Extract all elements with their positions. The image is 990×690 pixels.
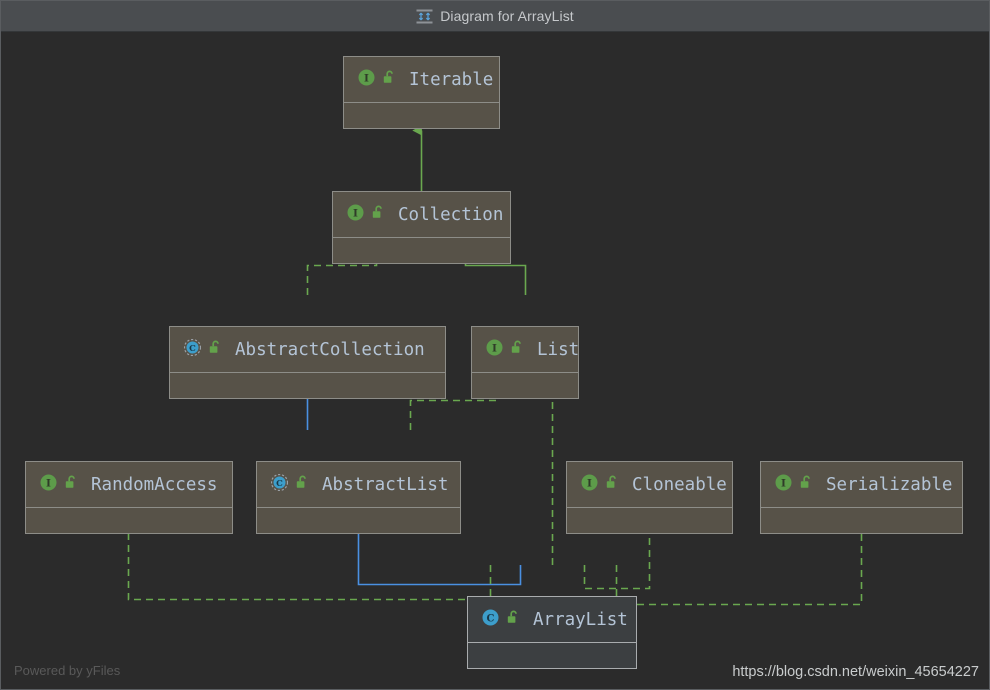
node-header: I Serializable	[761, 462, 962, 508]
node-name: Cloneable	[632, 474, 727, 495]
abstract-class-icon: C	[270, 473, 289, 496]
class-node-arraylist[interactable]: C ArrayList	[467, 596, 637, 669]
node-members-compartment	[344, 103, 499, 174]
node-header: I Collection	[333, 192, 510, 238]
svg-text:I: I	[587, 477, 592, 489]
interface-icon: I	[358, 69, 375, 91]
node-members-compartment	[472, 373, 578, 444]
unlocked-padlock-icon	[507, 610, 520, 629]
unlocked-padlock-icon	[209, 340, 222, 359]
node-members-compartment	[761, 508, 962, 579]
node-header: I List	[472, 327, 580, 373]
unlocked-padlock-icon	[511, 340, 524, 359]
interface-icon: I	[775, 474, 792, 496]
interface-icon: I	[347, 204, 364, 226]
svg-text:C: C	[189, 343, 196, 353]
interface-icon: I	[581, 474, 598, 496]
svg-text:I: I	[46, 477, 51, 489]
node-name: RandomAccess	[91, 474, 218, 495]
yfiles-watermark: Powered by yFiles	[14, 663, 121, 678]
svg-text:I: I	[781, 477, 786, 489]
node-members-compartment	[257, 508, 460, 579]
interface-icon: I	[486, 339, 503, 361]
svg-text:C: C	[487, 613, 495, 624]
unlocked-padlock-icon	[65, 475, 78, 494]
class-icon: C	[482, 609, 499, 631]
unlocked-padlock-icon	[606, 475, 619, 494]
edge-arraylist-randomaccess	[119, 499, 492, 601]
node-header: I RandomAccess	[26, 462, 232, 508]
unlocked-padlock-icon	[800, 475, 813, 494]
interface-icon: I	[40, 474, 57, 496]
abstract-class-icon: C	[183, 338, 202, 361]
edge-arraylist-serializable	[615, 499, 863, 606]
class-node-cloneable[interactable]: I Cloneable	[566, 461, 733, 534]
window-title: Diagram for ArrayList	[440, 8, 574, 24]
class-node-abstractlist[interactable]: C AbstractList	[256, 461, 461, 534]
edge-arraylist-abstractlist	[349, 499, 522, 586]
node-header: I Iterable	[344, 57, 499, 103]
node-header: C AbstractCollection	[170, 327, 445, 373]
unlocked-padlock-icon	[296, 475, 309, 494]
class-node-abstractcollection[interactable]: C AbstractCollection	[169, 326, 446, 399]
class-node-iterable[interactable]: I Iterable	[343, 56, 500, 129]
node-header: C ArrayList	[468, 597, 636, 643]
node-header: I Cloneable	[567, 462, 732, 508]
node-name: Iterable	[409, 69, 494, 90]
node-members-compartment	[567, 508, 732, 579]
node-members-compartment	[26, 508, 232, 579]
unlocked-padlock-icon	[383, 70, 396, 89]
class-node-randomaccess[interactable]: I RandomAccess	[25, 461, 233, 534]
source-url-watermark: https://blog.csdn.net/weixin_45654227	[732, 664, 979, 680]
node-name: AbstractCollection	[235, 339, 425, 360]
class-node-serializable[interactable]: I Serializable	[760, 461, 963, 534]
node-members-compartment	[333, 238, 510, 309]
node-name: List	[537, 339, 580, 360]
node-header: C AbstractList	[257, 462, 460, 508]
edge-layer	[119, 125, 863, 606]
diagram-canvas[interactable]: I Iterable I Collection	[1, 32, 989, 689]
node-name: ArrayList	[533, 609, 628, 630]
node-members-compartment	[468, 643, 636, 689]
node-name: Serializable	[826, 474, 953, 495]
svg-text:C: C	[276, 478, 283, 488]
svg-text:I: I	[492, 342, 497, 354]
node-name: Collection	[398, 204, 504, 225]
diagram-icon	[416, 9, 433, 24]
svg-text:I: I	[364, 72, 369, 84]
class-node-list[interactable]: I List	[471, 326, 579, 399]
window-title-bar: Diagram for ArrayList	[1, 1, 989, 32]
class-node-collection[interactable]: I Collection	[332, 191, 511, 264]
unlocked-padlock-icon	[372, 205, 385, 224]
node-name: AbstractList	[322, 474, 449, 495]
node-members-compartment	[170, 373, 445, 444]
svg-text:I: I	[353, 207, 358, 219]
